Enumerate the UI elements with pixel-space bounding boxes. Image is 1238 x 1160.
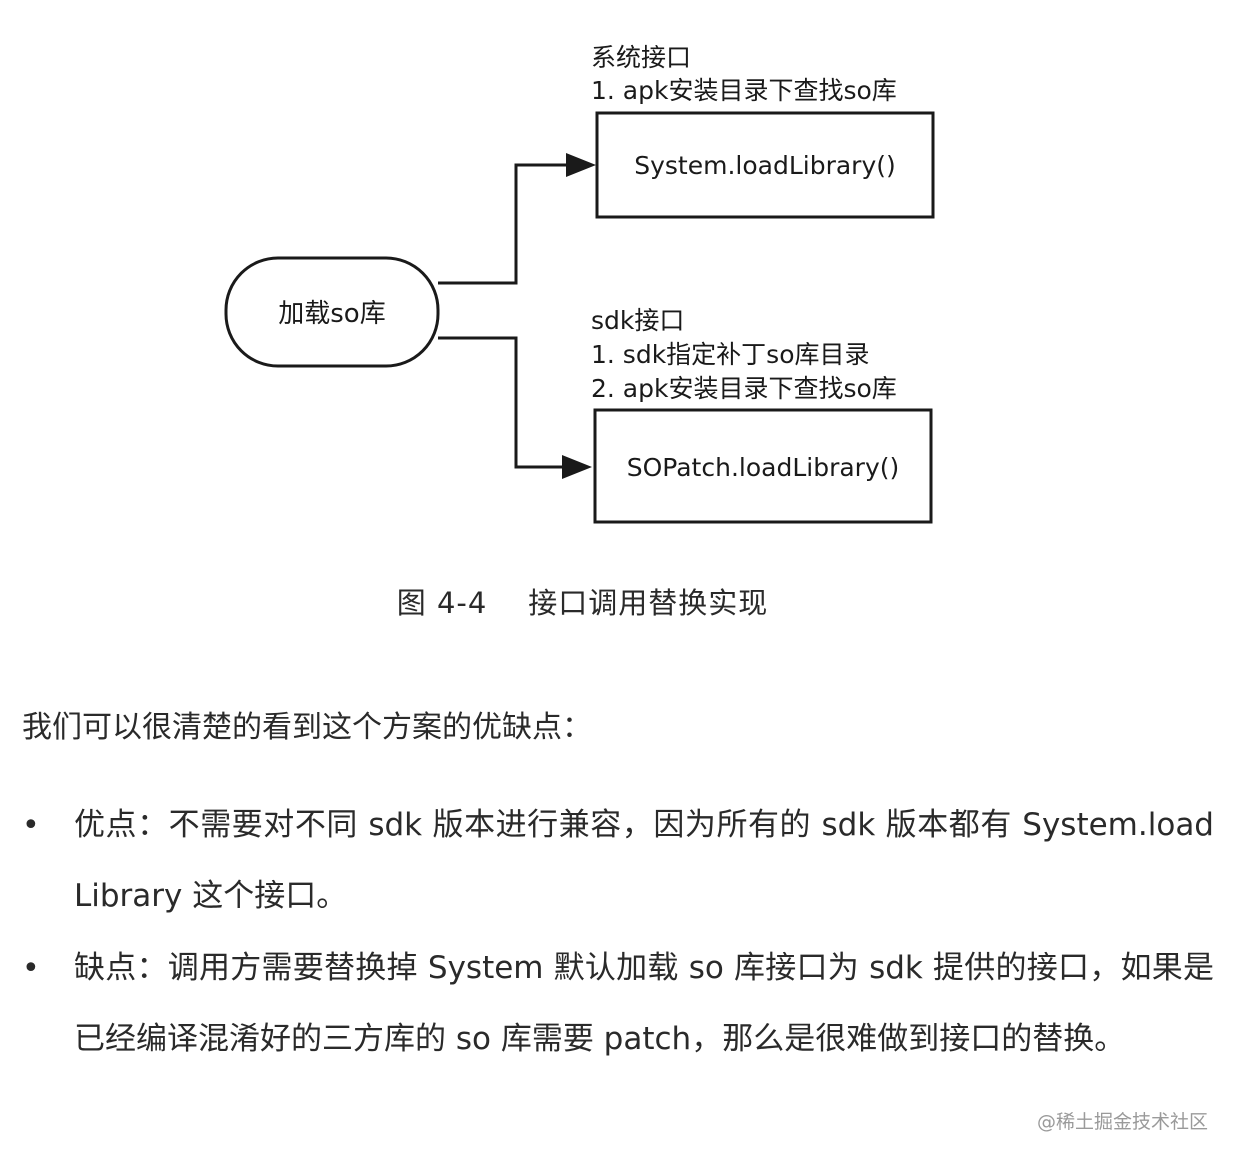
list-item-text: 缺点：调用方需要替换掉 System 默认加载 so 库接口为 sdk 提供的接… [74, 950, 1214, 1057]
watermark: @稀土掘金技术社区 [1036, 1111, 1208, 1133]
connector-to-sopatch [438, 336, 568, 469]
sdk-note-step-1: 1. sdk指定补丁so库目录 [591, 340, 870, 369]
sdk-note-title: sdk接口 [591, 306, 684, 335]
list-item-advantage: • 优点：不需要对不同 sdk 版本进行兼容，因为所有的 sdk 版本都有 Sy… [22, 790, 1222, 932]
intro-paragraph: 我们可以很清楚的看到这个方案的优缺点： [22, 710, 592, 745]
list-item-disadvantage: • 缺点：调用方需要替换掉 System 默认加载 so 库接口为 sdk 提供… [22, 933, 1222, 1075]
start-node-label: 加载so库 [278, 299, 385, 329]
arrow-head-system [566, 153, 596, 177]
sopatch-load-library-box [593, 408, 933, 524]
flow-diagram: 加载so库 系统接口 1. apk安装目录下查找so库 System.loadL… [224, 43, 935, 524]
connector-to-system [438, 163, 572, 285]
sdk-note-step-2: 2. apk安装目录下查找so库 [591, 374, 897, 403]
bullet-dot: • [22, 951, 40, 986]
bullet-dot: • [22, 808, 40, 843]
start-node [224, 256, 440, 368]
system-load-library-label: System.loadLibrary() [634, 151, 896, 180]
system-load-library-box [595, 111, 935, 219]
sopatch-load-library-label: SOPatch.loadLibrary() [627, 453, 900, 482]
list-item-text: 优点：不需要对不同 sdk 版本进行兼容，因为所有的 sdk 版本都有 Syst… [74, 807, 1214, 914]
system-note-step-1: 1. apk安装目录下查找so库 [591, 76, 897, 105]
system-note-title: 系统接口 [591, 43, 691, 72]
figure-caption: 图 4-4 接口调用替换实现 [396, 586, 769, 620]
arrow-head-sopatch [562, 455, 592, 479]
